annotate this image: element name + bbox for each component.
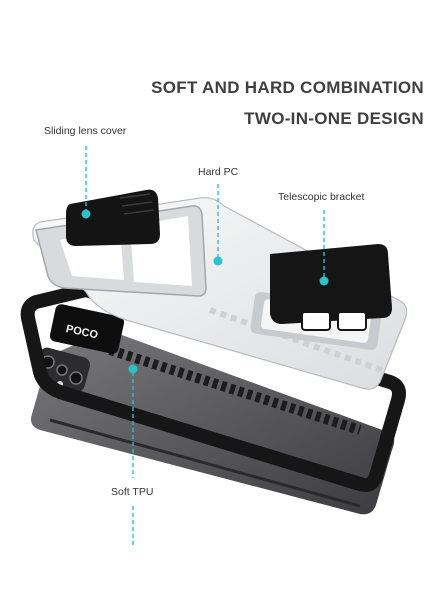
tpu-bumper: POCO [20, 283, 406, 492]
telescopic-bracket-icon [270, 244, 392, 331]
headline-line-1: SOFT AND HARD COMBINATION [151, 78, 424, 97]
callout-dot-pc [213, 256, 223, 266]
headline-line-2: TWO-IN-ONE DESIGN [244, 109, 424, 128]
callout-dot-tpu [128, 364, 138, 374]
callout-soft-tpu: Soft TPU [111, 486, 154, 498]
callout-hard-pc: Hard PC [198, 166, 239, 178]
tpu-camera-cutout [49, 304, 125, 354]
callout-sliding-lens-cover: Sliding lens cover [44, 125, 127, 137]
callout-dot-lens [81, 209, 91, 219]
callout-dot-bracket [319, 276, 329, 286]
callout-telescopic-bracket: Telescopic bracket [278, 191, 365, 203]
sliding-lens-cover-icon [66, 189, 160, 246]
callout-lines [81, 146, 329, 548]
